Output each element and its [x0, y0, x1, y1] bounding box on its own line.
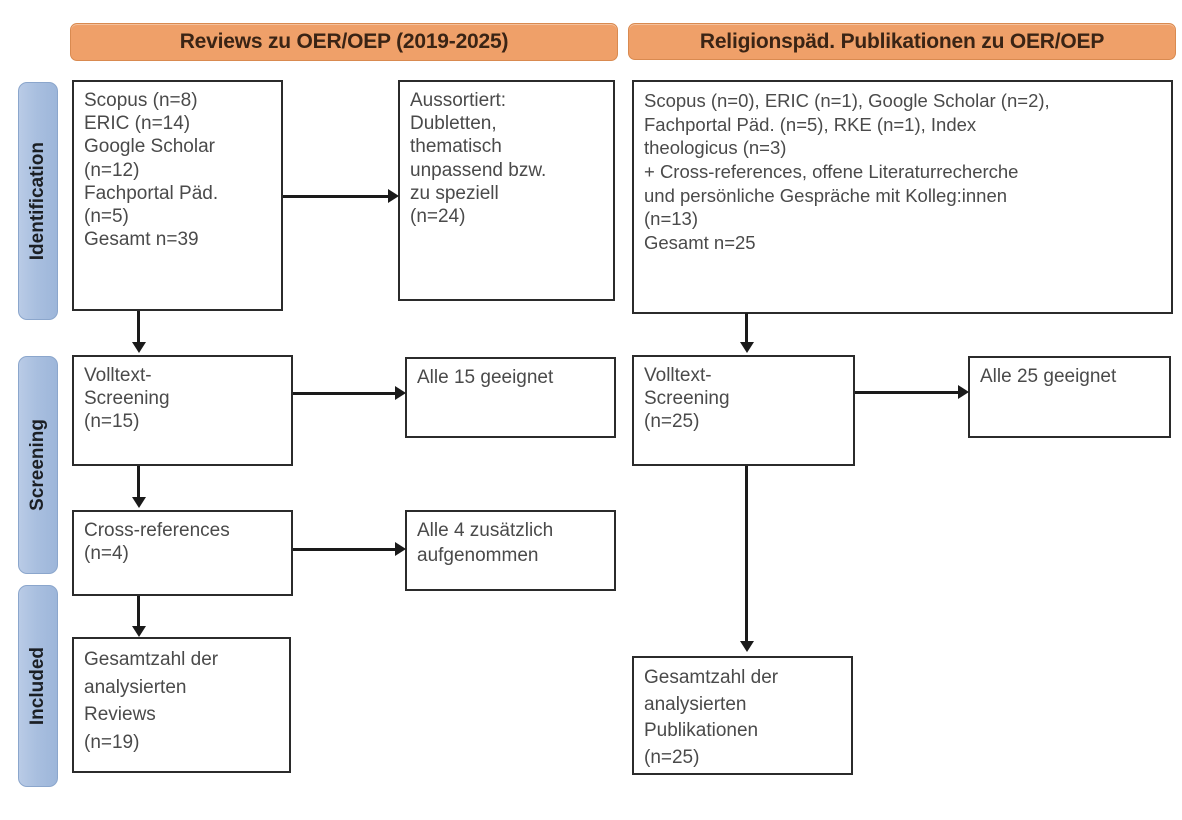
connector-left-id-to-screening	[137, 311, 140, 344]
arrowhead-left-screening-to-result	[395, 386, 406, 400]
stage-pill-identification: Identification	[18, 82, 58, 320]
box-right-screening-result: Alle 25 geeignet	[968, 356, 1171, 438]
box-right-included: Gesamtzahl der analysierten Publikatione…	[632, 656, 853, 775]
stage-pill-screening-label: Screening	[27, 419, 48, 511]
column-header-reviews-label: Reviews zu OER/OEP (2019-2025)	[179, 30, 509, 53]
arrowhead-left-screening-to-crossrefs	[132, 497, 146, 508]
box-left-cross-references: Cross-references (n=4)	[72, 510, 293, 596]
arrowhead-left-crossrefs-to-included	[132, 626, 146, 637]
stage-pill-screening: Screening	[18, 356, 58, 574]
column-header-reviews: Reviews zu OER/OEP (2019-2025)	[70, 23, 618, 61]
box-left-screening-result: Alle 15 geeignet	[405, 357, 616, 438]
box-left-cross-references-result: Alle 4 zusätzlich aufgenommen	[405, 510, 616, 591]
arrowhead-right-screening-to-included	[740, 641, 754, 652]
arrowhead-left-id-to-excluded	[388, 189, 399, 203]
connector-right-screening-to-result	[855, 391, 960, 394]
connector-left-crossrefs-to-included	[137, 596, 140, 628]
connector-left-crossrefs-to-result	[293, 548, 397, 551]
connector-right-screening-to-included	[745, 466, 748, 643]
box-right-screening: Volltext- Screening (n=25)	[632, 355, 855, 466]
box-left-identification: Scopus (n=8) ERIC (n=14) Google Scholar …	[72, 80, 283, 311]
arrowhead-right-id-to-screening	[740, 342, 754, 353]
connector-left-screening-to-crossrefs	[137, 466, 140, 499]
column-header-publications: Religionspäd. Publikationen zu OER/OEP	[628, 23, 1176, 60]
stage-pill-included-label: Included	[27, 646, 48, 726]
connector-left-id-to-excluded	[283, 195, 390, 198]
box-left-screening: Volltext- Screening (n=15)	[72, 355, 293, 466]
arrowhead-left-id-to-screening	[132, 342, 146, 353]
arrowhead-right-screening-to-result	[958, 385, 969, 399]
box-right-identification: Scopus (n=0), ERIC (n=1), Google Scholar…	[632, 80, 1173, 314]
connector-right-id-to-screening	[745, 313, 748, 344]
arrowhead-left-crossrefs-to-result	[395, 542, 406, 556]
column-header-publications-label: Religionspäd. Publikationen zu OER/OEP	[699, 29, 1105, 53]
stage-pill-identification-label: Identification	[27, 141, 48, 261]
box-left-included: Gesamtzahl der analysierten Reviews (n=1…	[72, 637, 291, 773]
connector-left-screening-to-result	[293, 392, 397, 395]
stage-pill-included: Included	[18, 585, 58, 787]
box-left-excluded: Aussortiert: Dubletten, thematisch unpas…	[398, 80, 615, 301]
